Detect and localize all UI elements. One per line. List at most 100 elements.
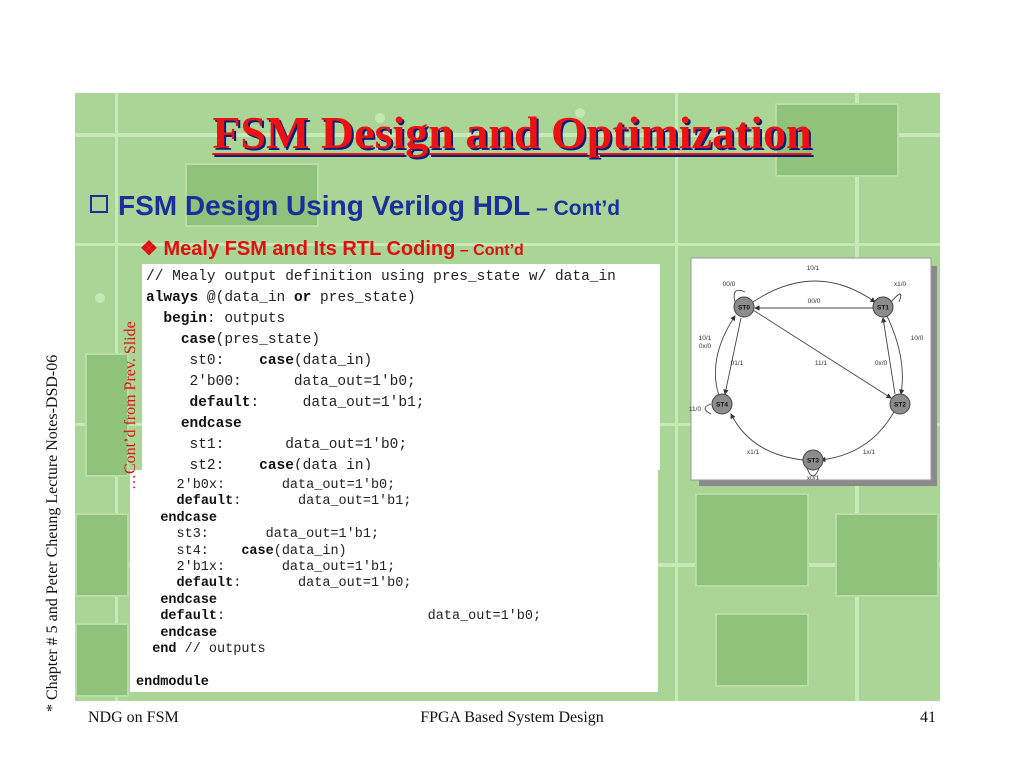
code-text xyxy=(136,511,160,526)
code-line: end // outputs xyxy=(136,642,658,658)
code-keyword: case xyxy=(241,543,274,559)
code-line: always @(data_in or pres_state) xyxy=(146,288,660,309)
code-keyword: endmodule xyxy=(136,674,209,690)
code-text: // Mealy output definition using pres_st… xyxy=(146,269,616,285)
loop-st1 xyxy=(890,293,902,303)
code-line: endmodule xyxy=(136,675,658,691)
code-line: // Mealy output definition using pres_st… xyxy=(146,267,660,288)
transition-label: 11/0 xyxy=(689,406,702,413)
code-keyword: default xyxy=(160,609,218,625)
sub-bullet-text: Mealy FSM and Its RTL Coding xyxy=(157,238,456,260)
code-line: default: data_out=1'b0; xyxy=(136,576,658,592)
code-text xyxy=(136,576,177,591)
code-line: default: data_out=1'b1; xyxy=(146,393,660,414)
code-line: default: data_out=1'b1; xyxy=(136,494,658,510)
continued-note: …Cont’d from Prev. Slide xyxy=(122,321,139,490)
loop-st3 xyxy=(806,467,820,477)
code-keyword: endcase xyxy=(160,510,218,526)
code-line: st4: case(data_in) xyxy=(136,544,658,560)
code-text: st4: xyxy=(136,543,242,559)
code-text: (data_in) xyxy=(293,353,373,369)
transition-label: 00/0 xyxy=(808,298,821,305)
state-node-st3 xyxy=(802,449,824,471)
code-line: begin: outputs xyxy=(146,309,660,330)
code-text xyxy=(146,416,181,432)
code-keyword: always xyxy=(146,290,199,306)
code-text xyxy=(136,593,160,608)
sub-bullet: ❖ Mealy FSM and Its RTL Coding – Cont’d xyxy=(140,236,524,261)
code-text: 2'b0x: data_out=1'b0; xyxy=(136,478,396,493)
sub-bullet-cont: – Cont’d xyxy=(455,242,524,259)
code-keyword: or xyxy=(293,290,312,306)
code-line: st1: data_out=1'b0; xyxy=(146,435,660,456)
edge-st1-st2 xyxy=(886,315,905,395)
diagram-panel xyxy=(690,257,932,481)
code-text: : data_out=1'b0; xyxy=(233,576,412,592)
code-text: st3: data_out=1'b1; xyxy=(136,527,380,543)
code-text xyxy=(136,494,177,509)
state-label: ST1 xyxy=(877,305,889,312)
code-line: endcase xyxy=(136,511,658,527)
loop-st4 xyxy=(704,403,712,415)
state-label: ST3 xyxy=(807,458,819,465)
checkbox-bullet-icon xyxy=(90,195,108,213)
transition-label: x0/1 xyxy=(807,475,820,482)
code-keyword: end xyxy=(152,642,177,658)
transition-label: x1/1 xyxy=(747,449,760,456)
code-keyword: begin xyxy=(163,311,207,327)
code-keyword: case xyxy=(259,353,294,369)
transition-label: 00/0 xyxy=(723,281,736,288)
code-line: default: data_out=1'b0; xyxy=(136,609,658,625)
code-keyword: endcase xyxy=(160,592,218,608)
code-text xyxy=(146,311,163,327)
state-label: ST4 xyxy=(716,402,728,409)
code-text xyxy=(136,609,160,624)
edge-st0-st1-top xyxy=(752,280,876,303)
code-text xyxy=(146,332,181,348)
bullet-heading: FSM Design Using Verilog HDL – Cont’d xyxy=(90,190,620,222)
code-keyword: case xyxy=(180,332,216,348)
edge-st3-st4 xyxy=(730,413,804,461)
bullet-heading-text: FSM Design Using Verilog HDL xyxy=(118,190,531,221)
code-keyword: default xyxy=(176,576,234,592)
code-text: (data_in) xyxy=(273,543,347,559)
slide-title: FSM Design and Optimization xyxy=(212,107,812,158)
code-line: st0: case(data_in) xyxy=(146,351,660,372)
diamond-bullet-icon: ❖ xyxy=(140,238,158,260)
code-line: 2'b00: data_out=1'b0; xyxy=(146,372,660,393)
state-node-st4 xyxy=(711,393,733,415)
code-text: (pres_state) xyxy=(215,332,321,348)
code-keyword: endcase xyxy=(160,625,218,641)
code-text: @(data_in xyxy=(198,290,294,306)
code-text xyxy=(136,626,160,641)
transition-label: 0x/0 xyxy=(699,343,712,350)
code-text xyxy=(146,395,190,411)
transition-label: 0x/0 xyxy=(875,360,888,367)
code-line: endcase xyxy=(136,626,658,642)
code-line: 2'b1x: data_out=1'b1; xyxy=(136,560,658,576)
code-text: : data_out=1'b1; xyxy=(250,395,425,411)
code-line: case(pres_state) xyxy=(146,330,660,351)
code-text: : data_out=1'b1; xyxy=(233,494,412,510)
footer-left: NDG on FSM xyxy=(88,709,179,726)
code-text: 2'b00: data_out=1'b0; xyxy=(146,374,416,390)
edge-st4-st0 xyxy=(714,315,736,397)
transition-label: x1/0 xyxy=(894,281,907,288)
code-text: // outputs xyxy=(176,642,266,658)
code-block-bottom: 2'b0x: data_out=1'b0; default: data_out=… xyxy=(130,470,658,692)
side-reference-label: * Chapter # 5 and Peter Cheung Lecture N… xyxy=(44,354,61,712)
code-text: pres_state) xyxy=(311,290,416,306)
code-text: st0: xyxy=(146,353,260,369)
loop-st0 xyxy=(733,289,746,303)
code-keyword: default xyxy=(189,395,251,411)
state-node-st2 xyxy=(889,393,911,415)
state-label: ST0 xyxy=(738,305,750,312)
code-text: 2'b1x: data_out=1'b1; xyxy=(136,560,396,576)
transition-label: 01/1 xyxy=(731,360,744,367)
page-number: 41 xyxy=(920,709,936,726)
code-keyword: default xyxy=(176,494,234,510)
code-line: endcase xyxy=(136,593,658,609)
footer-center: FPGA Based System Design xyxy=(420,709,604,726)
code-line: 2'b0x: data_out=1'b0; xyxy=(136,478,658,494)
code-text xyxy=(136,642,152,657)
